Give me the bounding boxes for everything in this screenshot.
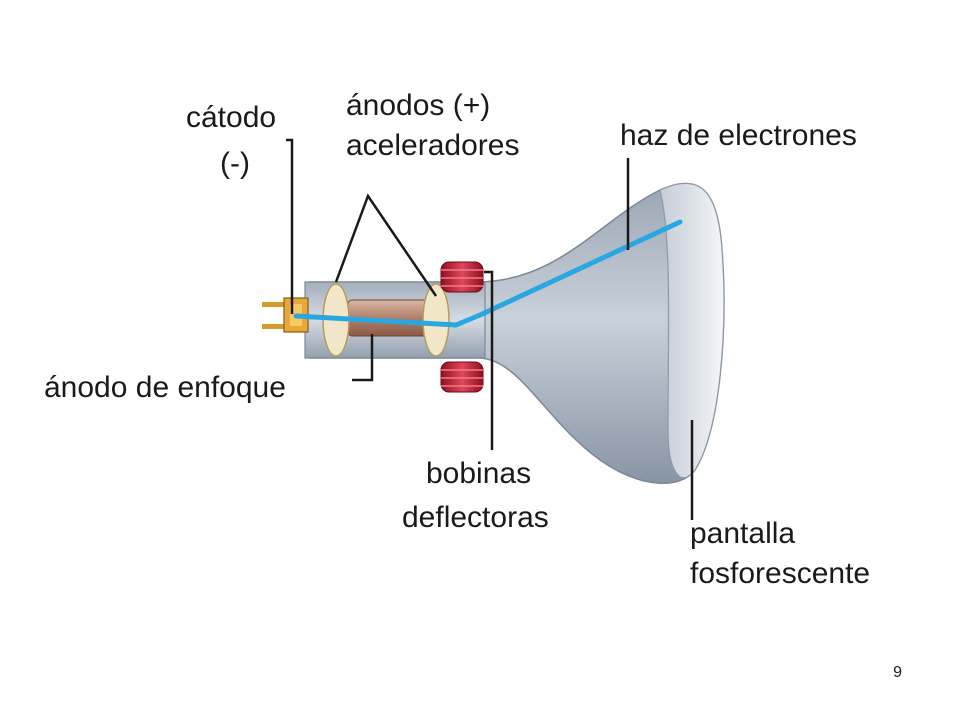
label-anodos: ánodos (+)	[346, 89, 491, 122]
deflection-coil-top	[440, 261, 484, 293]
leader-bobinas	[484, 270, 494, 450]
leader-catodo	[286, 138, 294, 314]
leader-enfoque	[352, 334, 374, 382]
label-pantalla: pantalla	[690, 517, 796, 550]
label-catodo: cátodo	[186, 101, 277, 134]
leader-lines	[286, 138, 694, 520]
label-aceleradores: aceleradores	[346, 129, 520, 162]
deflection-coil-bottom	[440, 361, 484, 393]
label-bobinas: bobinas	[426, 457, 532, 490]
leader-anodos	[334, 193, 438, 297]
label-catodo-sign: (-)	[220, 147, 250, 180]
label-anodo-enfoque: ánodo de enfoque	[44, 371, 286, 404]
page-number: 9	[893, 664, 902, 681]
electron-beam	[293, 219, 683, 328]
label-deflectoras: deflectoras	[402, 501, 549, 534]
accelerating-anode-2	[422, 283, 450, 357]
label-haz-electrones: haz de electrones	[620, 119, 857, 152]
phosphor-screen	[659, 182, 725, 479]
label-fosforescente: fosforescente	[690, 557, 871, 590]
